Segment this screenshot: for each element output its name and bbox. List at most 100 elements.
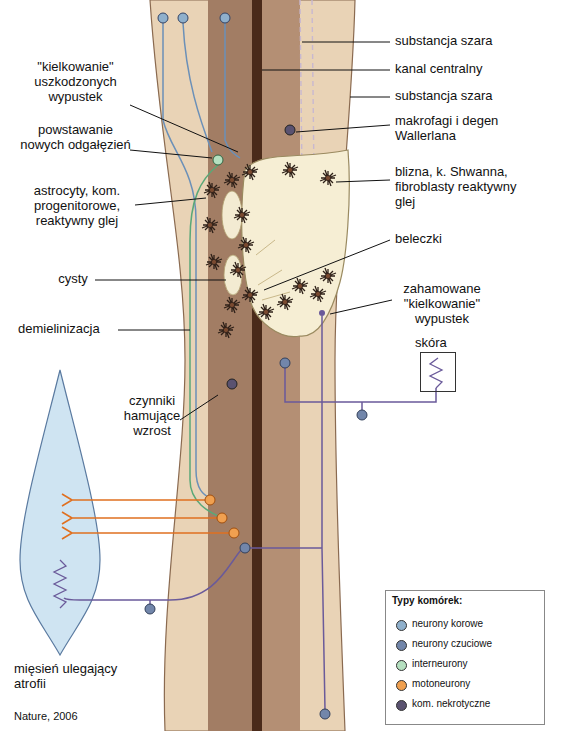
cortical-neuron <box>158 13 168 23</box>
legend-text: neurony korowe <box>412 618 483 629</box>
astrocyte <box>242 164 258 180</box>
annotation-label: demielinizacja <box>18 322 118 337</box>
necrotic-cell <box>285 125 295 135</box>
white-matter <box>150 0 355 731</box>
leader-line <box>264 240 390 290</box>
skin-receptor <box>430 358 442 388</box>
gray-matter-left <box>208 0 252 731</box>
leader-lines <box>95 42 392 420</box>
sensory-fiber <box>361 402 363 410</box>
legend-swatch <box>396 680 407 691</box>
leader-line <box>330 300 392 314</box>
motoneuron <box>217 513 227 523</box>
astrocyte <box>238 237 254 253</box>
legend-heading: Typy komórek: <box>392 595 542 607</box>
leader-line <box>95 280 226 281</box>
legend-box: neurony korowe neurony czuciowe interneuro… <box>385 590 545 725</box>
leader-line <box>302 42 390 43</box>
astrocyte <box>310 286 326 302</box>
necrotic-cell <box>227 379 237 389</box>
annotation-label: "kielkowanie" uszkodzonych wypustek <box>18 60 133 105</box>
leader-line <box>180 395 218 420</box>
annotation-label: substancja szara <box>395 89 545 104</box>
sensory-neuron <box>357 410 367 420</box>
muscle <box>20 370 100 655</box>
legend-text: motoneurony <box>412 678 470 689</box>
legend-swatch <box>396 640 407 651</box>
legend-row: neurony czuciowe <box>394 637 539 653</box>
annotation-label: makrofagi i degen Wallerlana <box>395 114 530 144</box>
leader-line <box>296 125 390 132</box>
annotation-label: substancja szara <box>395 34 545 49</box>
muscle-spindle <box>54 560 66 608</box>
lesion-scar <box>242 150 350 337</box>
interneuron <box>213 155 223 165</box>
degenerating-tract <box>300 0 314 175</box>
astrocyte <box>282 162 298 178</box>
legend-row: interneurony <box>394 657 539 673</box>
legend-swatch <box>396 620 407 631</box>
leader-line <box>118 330 190 331</box>
legend-swatch <box>396 660 407 671</box>
astrocyte <box>230 262 246 278</box>
astrocyte <box>202 217 218 233</box>
leader-line <box>336 180 390 182</box>
astrocyte <box>320 268 336 284</box>
sensory-fiber <box>250 316 325 710</box>
leader-line <box>262 70 390 71</box>
astrocyte-group <box>202 162 336 338</box>
motoneuron <box>229 528 239 538</box>
sensory-fiber <box>285 368 436 402</box>
sensory-neuron <box>280 358 290 368</box>
annotation-label: czynniki hamujące wzrost <box>112 394 192 439</box>
sensory-neuron <box>145 604 155 614</box>
central-canal <box>252 0 262 731</box>
astrocyte <box>234 207 250 223</box>
skin-box: skóra <box>420 352 456 392</box>
gray-matter-right <box>262 0 300 731</box>
leader-line <box>130 150 212 158</box>
annotation-label: Nature, 2006 <box>14 710 134 723</box>
annotation-label: cysty <box>48 272 98 287</box>
arrested-sprout <box>319 310 325 316</box>
motor-axon <box>62 494 229 539</box>
legend-row: motoneurony <box>394 677 539 693</box>
damaged-axon <box>225 23 240 158</box>
legend-swatch <box>396 700 407 711</box>
leader-line <box>135 198 206 205</box>
cortical-neuron <box>220 13 230 23</box>
node-heading: skóra <box>415 335 447 350</box>
legend-text: interneurony <box>412 658 468 669</box>
annotation-label: mięsień ulegający atrofii <box>14 662 124 692</box>
sensory-neuron <box>320 709 330 719</box>
astrocyte <box>258 304 274 320</box>
annotation-label: astrocyty, kom. progenitorowe, reaktywny… <box>18 184 136 229</box>
trabeculae <box>256 240 290 300</box>
annotation-label: zahamowane "kielkowanie" wypustek <box>392 282 492 327</box>
astrocyte <box>206 254 222 270</box>
annotation-label: beleczki <box>395 232 515 247</box>
legend-row: neurony korowe <box>394 617 539 633</box>
astrocyte <box>277 294 293 310</box>
leader-line <box>350 97 390 98</box>
astrocyte <box>224 172 240 188</box>
corticospinal-axon <box>183 23 212 152</box>
astrocyte <box>292 278 308 294</box>
annotation-label: kanal centralny <box>395 62 545 77</box>
legend-text: kom. nekrotyczne <box>412 698 490 709</box>
motoneuron <box>205 495 215 505</box>
legend-text: neurony czuciowe <box>412 638 492 649</box>
astrocyte <box>204 182 220 198</box>
sensory-fiber <box>64 550 241 600</box>
cortical-neuron <box>178 13 188 23</box>
astrocyte <box>242 287 258 303</box>
astrocyte <box>320 170 336 186</box>
annotation-label: blizna, k. Shwanna, fibroblasty reaktywn… <box>395 165 530 210</box>
interneuron-axon <box>190 165 222 518</box>
astrocyte <box>218 322 234 338</box>
astrocyte <box>224 297 240 313</box>
leader-line <box>130 105 238 152</box>
sensory-neuron <box>240 543 250 553</box>
annotation-label: powstawanie nowych odgałęzień <box>18 123 133 153</box>
